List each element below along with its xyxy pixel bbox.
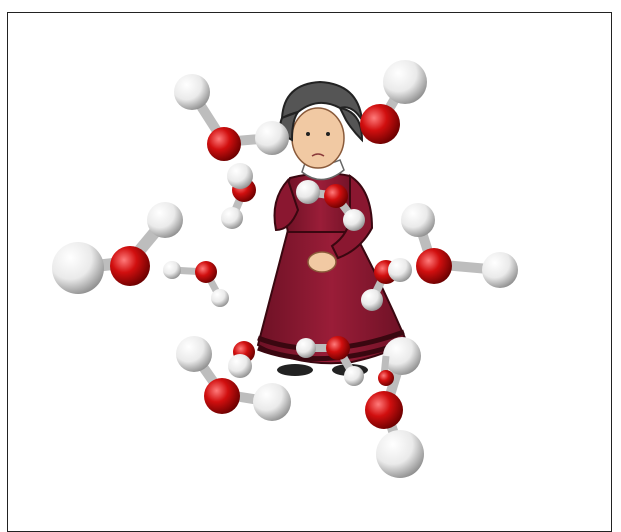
water-molecule-bottom-left [176, 336, 291, 421]
water-molecule-right [401, 203, 518, 288]
water-molecule-skirt-right-stub [378, 355, 394, 386]
water-molecule-right-small [361, 258, 412, 311]
woman-figure [256, 80, 407, 376]
water-molecule-left-small [163, 261, 229, 307]
water-molecule-shoulder [296, 180, 365, 231]
water-molecule-skirt-left [228, 341, 255, 378]
water-molecule-top-left [174, 74, 289, 161]
water-molecule-bottom-right [365, 337, 424, 478]
water-molecules-illustration [52, 60, 518, 478]
water-molecule-upper-center [221, 163, 256, 229]
water-molecule-skirt-center [296, 336, 364, 386]
water-molecule-left [52, 202, 183, 294]
water-molecule-top-right [360, 60, 427, 144]
